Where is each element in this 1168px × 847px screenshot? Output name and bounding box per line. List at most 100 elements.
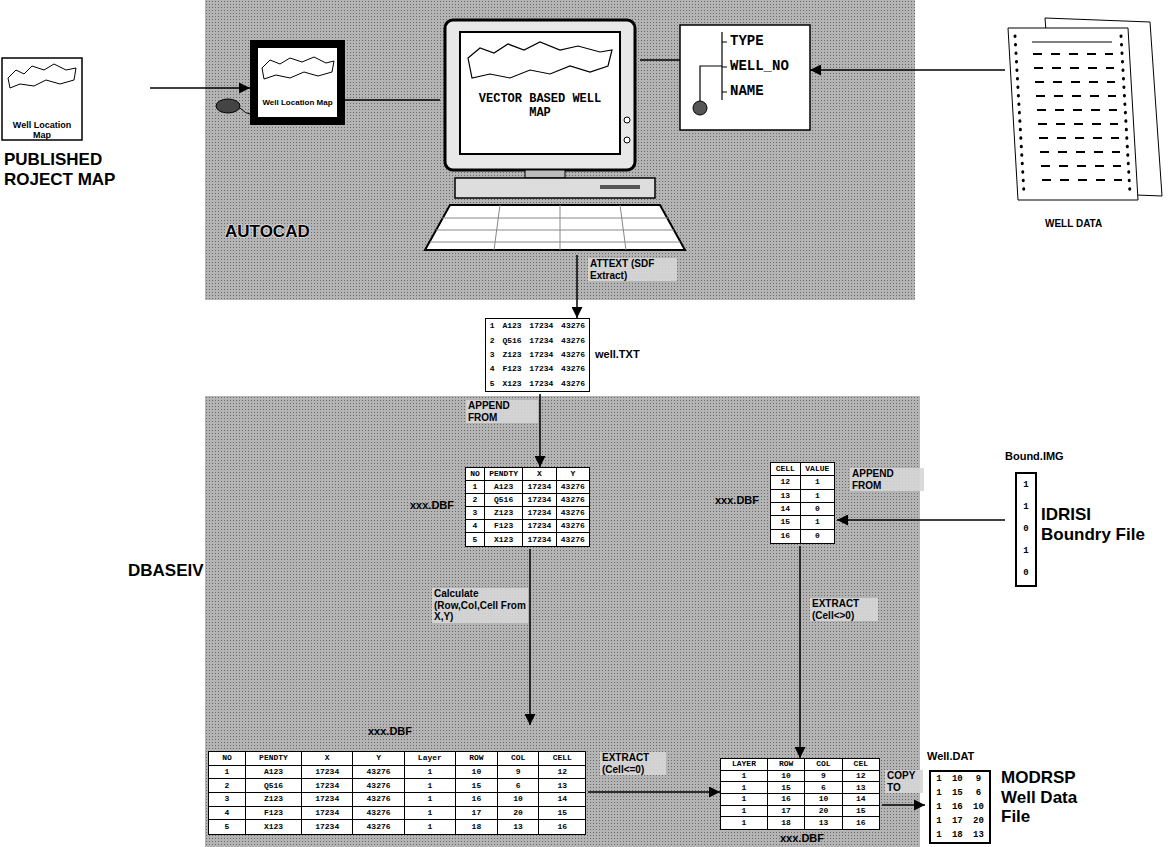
table-cell: 17234 xyxy=(523,533,556,546)
table-cell: 43276 xyxy=(557,377,589,391)
table-cell: Q516 xyxy=(485,494,523,507)
table-cell: 13 xyxy=(805,817,842,829)
table-cell: Q516 xyxy=(499,333,526,347)
table-cell: 9 xyxy=(968,772,989,786)
table-cell: 16 xyxy=(768,794,805,806)
table-cell: 17234 xyxy=(523,481,556,494)
table-cell: 20 xyxy=(805,806,842,818)
table-cell: F123 xyxy=(246,807,302,821)
table-cell: 10 xyxy=(768,771,805,783)
table-cell: 1 xyxy=(405,807,456,821)
data-table: LAYERROWCOLCEL11091211561311610141172015… xyxy=(720,758,880,830)
map-outline xyxy=(8,64,76,88)
table-cell: 43276 xyxy=(557,481,589,494)
printout-node: WELL DATA xyxy=(1005,18,1163,238)
table-cell: 1 xyxy=(405,779,456,793)
table-cell: Z123 xyxy=(499,348,526,362)
data-table: 11091156116101172011813 xyxy=(929,770,991,844)
connector xyxy=(345,99,440,101)
table-cell: 17234 xyxy=(302,820,353,834)
monitor-frame xyxy=(254,44,341,121)
table-cell: 15 xyxy=(771,516,801,529)
table-cell: 1 xyxy=(721,794,768,806)
table-cell: 43276 xyxy=(557,362,589,376)
table-cell: Layer xyxy=(405,752,456,766)
digitizer-puck xyxy=(216,99,240,113)
file-name: xxx.DBF xyxy=(368,725,412,738)
table-cell: 1 xyxy=(931,786,947,800)
table-cell: 3 xyxy=(209,793,246,807)
table-cell: 17234 xyxy=(523,507,556,520)
table-cell: 1 xyxy=(405,766,456,780)
dbf-table: LAYERROWCOLCEL11091211561311610141172015… xyxy=(720,758,882,847)
table-cell: 3 xyxy=(466,507,485,520)
table-cell: 18 xyxy=(456,820,498,834)
table-cell: 1 xyxy=(931,828,947,842)
table-cell: 43276 xyxy=(353,766,404,780)
table-cell: F123 xyxy=(485,520,523,533)
table-cell: 1 xyxy=(209,766,246,780)
table-cell: ROW xyxy=(456,752,498,766)
table-cell: 5 xyxy=(209,820,246,834)
table-cell: 15 xyxy=(947,786,968,800)
table-cell: X xyxy=(523,468,556,481)
table-cell: 10 xyxy=(947,772,968,786)
connector xyxy=(588,791,720,793)
table-cell: 2 xyxy=(209,779,246,793)
table-cell: 4 xyxy=(209,807,246,821)
table-cell: 1 xyxy=(801,476,834,489)
file-caption: IDRISI Boundry File xyxy=(1041,505,1165,544)
table-cell: 17 xyxy=(947,814,968,828)
table-cell: 6 xyxy=(968,786,989,800)
table-cell: 2 xyxy=(486,333,499,347)
table-cell: 1 xyxy=(486,319,499,333)
table-cell: 1 xyxy=(931,800,947,814)
attribute-node: TYPEWELL_NONAME xyxy=(680,25,810,130)
table-cell: 18 xyxy=(768,817,805,829)
table-cell: 6 xyxy=(498,779,540,793)
edge-label: APPEND FROM xyxy=(466,400,538,423)
panel-title: DBASEIV xyxy=(128,561,204,581)
table-cell: 9 xyxy=(805,771,842,783)
table-cell: 43276 xyxy=(353,807,404,821)
table-cell: COL xyxy=(498,752,540,766)
edge-label: COPY TO xyxy=(885,770,923,793)
table-cell: 1 xyxy=(801,516,834,529)
table-cell: 16 xyxy=(843,817,879,829)
table-cell: 15 xyxy=(456,779,498,793)
table-cell: 16 xyxy=(947,800,968,814)
table-cell: 10 xyxy=(968,800,989,814)
table-cell: 13 xyxy=(843,782,879,794)
table-cell: 17 xyxy=(768,806,805,818)
table-cell: 1 xyxy=(405,820,456,834)
table-cell: 15 xyxy=(539,807,585,821)
table-cell: 17 xyxy=(456,807,498,821)
table-cell: 0 xyxy=(1017,563,1035,585)
dbf-table: xxx.DBFNOPENDTYXYLayerROWCOLCELL1A123172… xyxy=(208,725,588,837)
data-table: NOPENDTYXYLayerROWCOLCELL1A1231723443276… xyxy=(208,751,586,835)
data-table: 11010 xyxy=(1015,472,1037,587)
table-cell: F123 xyxy=(499,362,526,376)
screen-text: Well Location Map xyxy=(260,98,335,107)
table-cell: 43276 xyxy=(557,533,589,546)
edge-label: Calculate (Row,Col,Cell From X,Y) xyxy=(432,588,528,623)
table-cell: Y xyxy=(353,752,404,766)
block-symbol xyxy=(693,101,707,115)
monitor-stand xyxy=(525,170,565,178)
table-cell: 10 xyxy=(498,793,540,807)
table-cell: Q516 xyxy=(246,779,302,793)
well-data-file: Well.DAT11091156116101172011813MODRSP We… xyxy=(925,750,1163,847)
paper-map-node: Well Location MapPUBLISHED ROJECT MAP xyxy=(0,58,150,193)
map-outline xyxy=(262,57,334,79)
table-cell: X123 xyxy=(485,533,523,546)
file-name: Bound.IMG xyxy=(1005,450,1064,463)
table-cell: 2 xyxy=(466,494,485,507)
table-cell: 9 xyxy=(498,766,540,780)
table-cell: 1 xyxy=(721,817,768,829)
table-cell: 1 xyxy=(466,481,485,494)
table-cell: 10 xyxy=(456,766,498,780)
table-cell: 14 xyxy=(539,793,585,807)
connector xyxy=(799,546,801,758)
